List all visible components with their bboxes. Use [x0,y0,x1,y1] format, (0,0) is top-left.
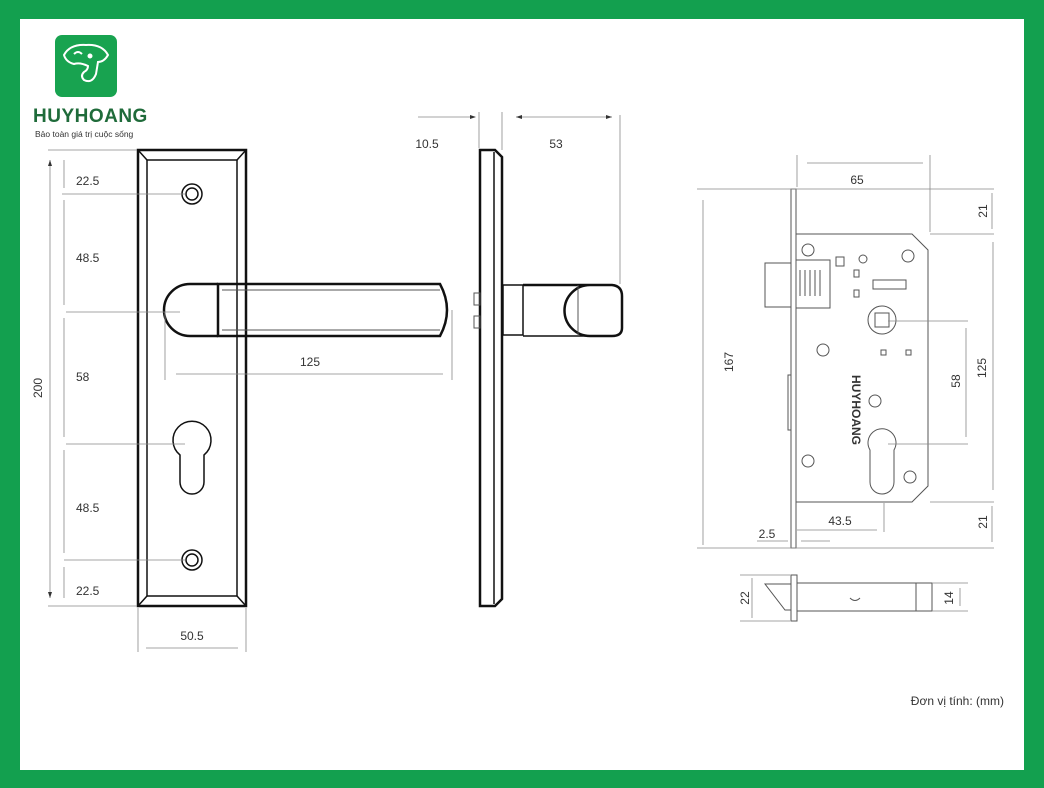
cylinder-keyhole [172,420,212,495]
dim-handle-length: 125 [300,355,320,369]
dim-body-height: 125 [975,358,989,378]
elephant-icon [62,43,110,83]
dim-segment-1: 22.5 [76,174,100,188]
dim-segment-3: 58 [76,370,90,384]
dim-top-offset: 21 [976,204,990,218]
lock-body-profile [796,582,933,612]
plate-side-profile [478,148,504,608]
spindle-hole [874,312,890,328]
dim-segment-4: 48.5 [76,501,100,515]
handle-rose [162,282,218,338]
brand-logo: HUYHOANG Bảo toàn giá trị cuộc sống [33,35,148,139]
dim-backset: 43.5 [828,514,852,528]
dim-handle-projection: 53 [549,137,563,151]
lock-faceplate [790,188,797,549]
front-view: 200 22.5 48.5 58 48.5 22.5 50.5 125 [31,148,453,652]
brand-tagline: Bảo toàn giá trị cuộc sống [35,129,134,139]
dim-segment-5: 22.5 [76,584,100,598]
dim-plate-thickness: 10.5 [415,137,439,151]
cylinder-slot [867,428,897,495]
screw [801,243,815,257]
dim-plate-width: 50.5 [180,629,204,643]
lever-handle [216,282,449,338]
handle-side-profile [523,283,624,338]
unit-note: Đơn vị tính: (mm) [911,694,1004,708]
dim-faceplate-thickness: 2.5 [759,527,776,541]
dim-faceplate-height: 167 [722,352,736,372]
side-view: 10.5 53 [415,112,624,608]
technical-drawing-canvas: HUYHOANG Bảo toàn giá trị cuộc sống [20,19,1024,770]
dim-bottom-body: 14 [942,591,956,605]
dim-segment-2: 48.5 [76,251,100,265]
dim-bottom-offset: 21 [976,515,990,529]
lock-engraving: HUYHOANG [849,375,863,445]
dim-total-height: 200 [31,378,45,398]
lock-body-view: HUYHOANG 65 21 125 58 21 167 43.5 2.5 [697,155,994,549]
lock-bottom-view: 22 14 [738,574,968,622]
dim-bottom-faceplate: 22 [738,591,752,605]
escutcheon-plate [136,148,248,608]
dim-lock-depth: 65 [850,173,864,187]
lock-case [796,233,929,503]
latch-bolt [764,262,792,308]
brand-name: HUYHOANG [33,106,148,127]
dim-center-distance: 58 [949,374,963,388]
